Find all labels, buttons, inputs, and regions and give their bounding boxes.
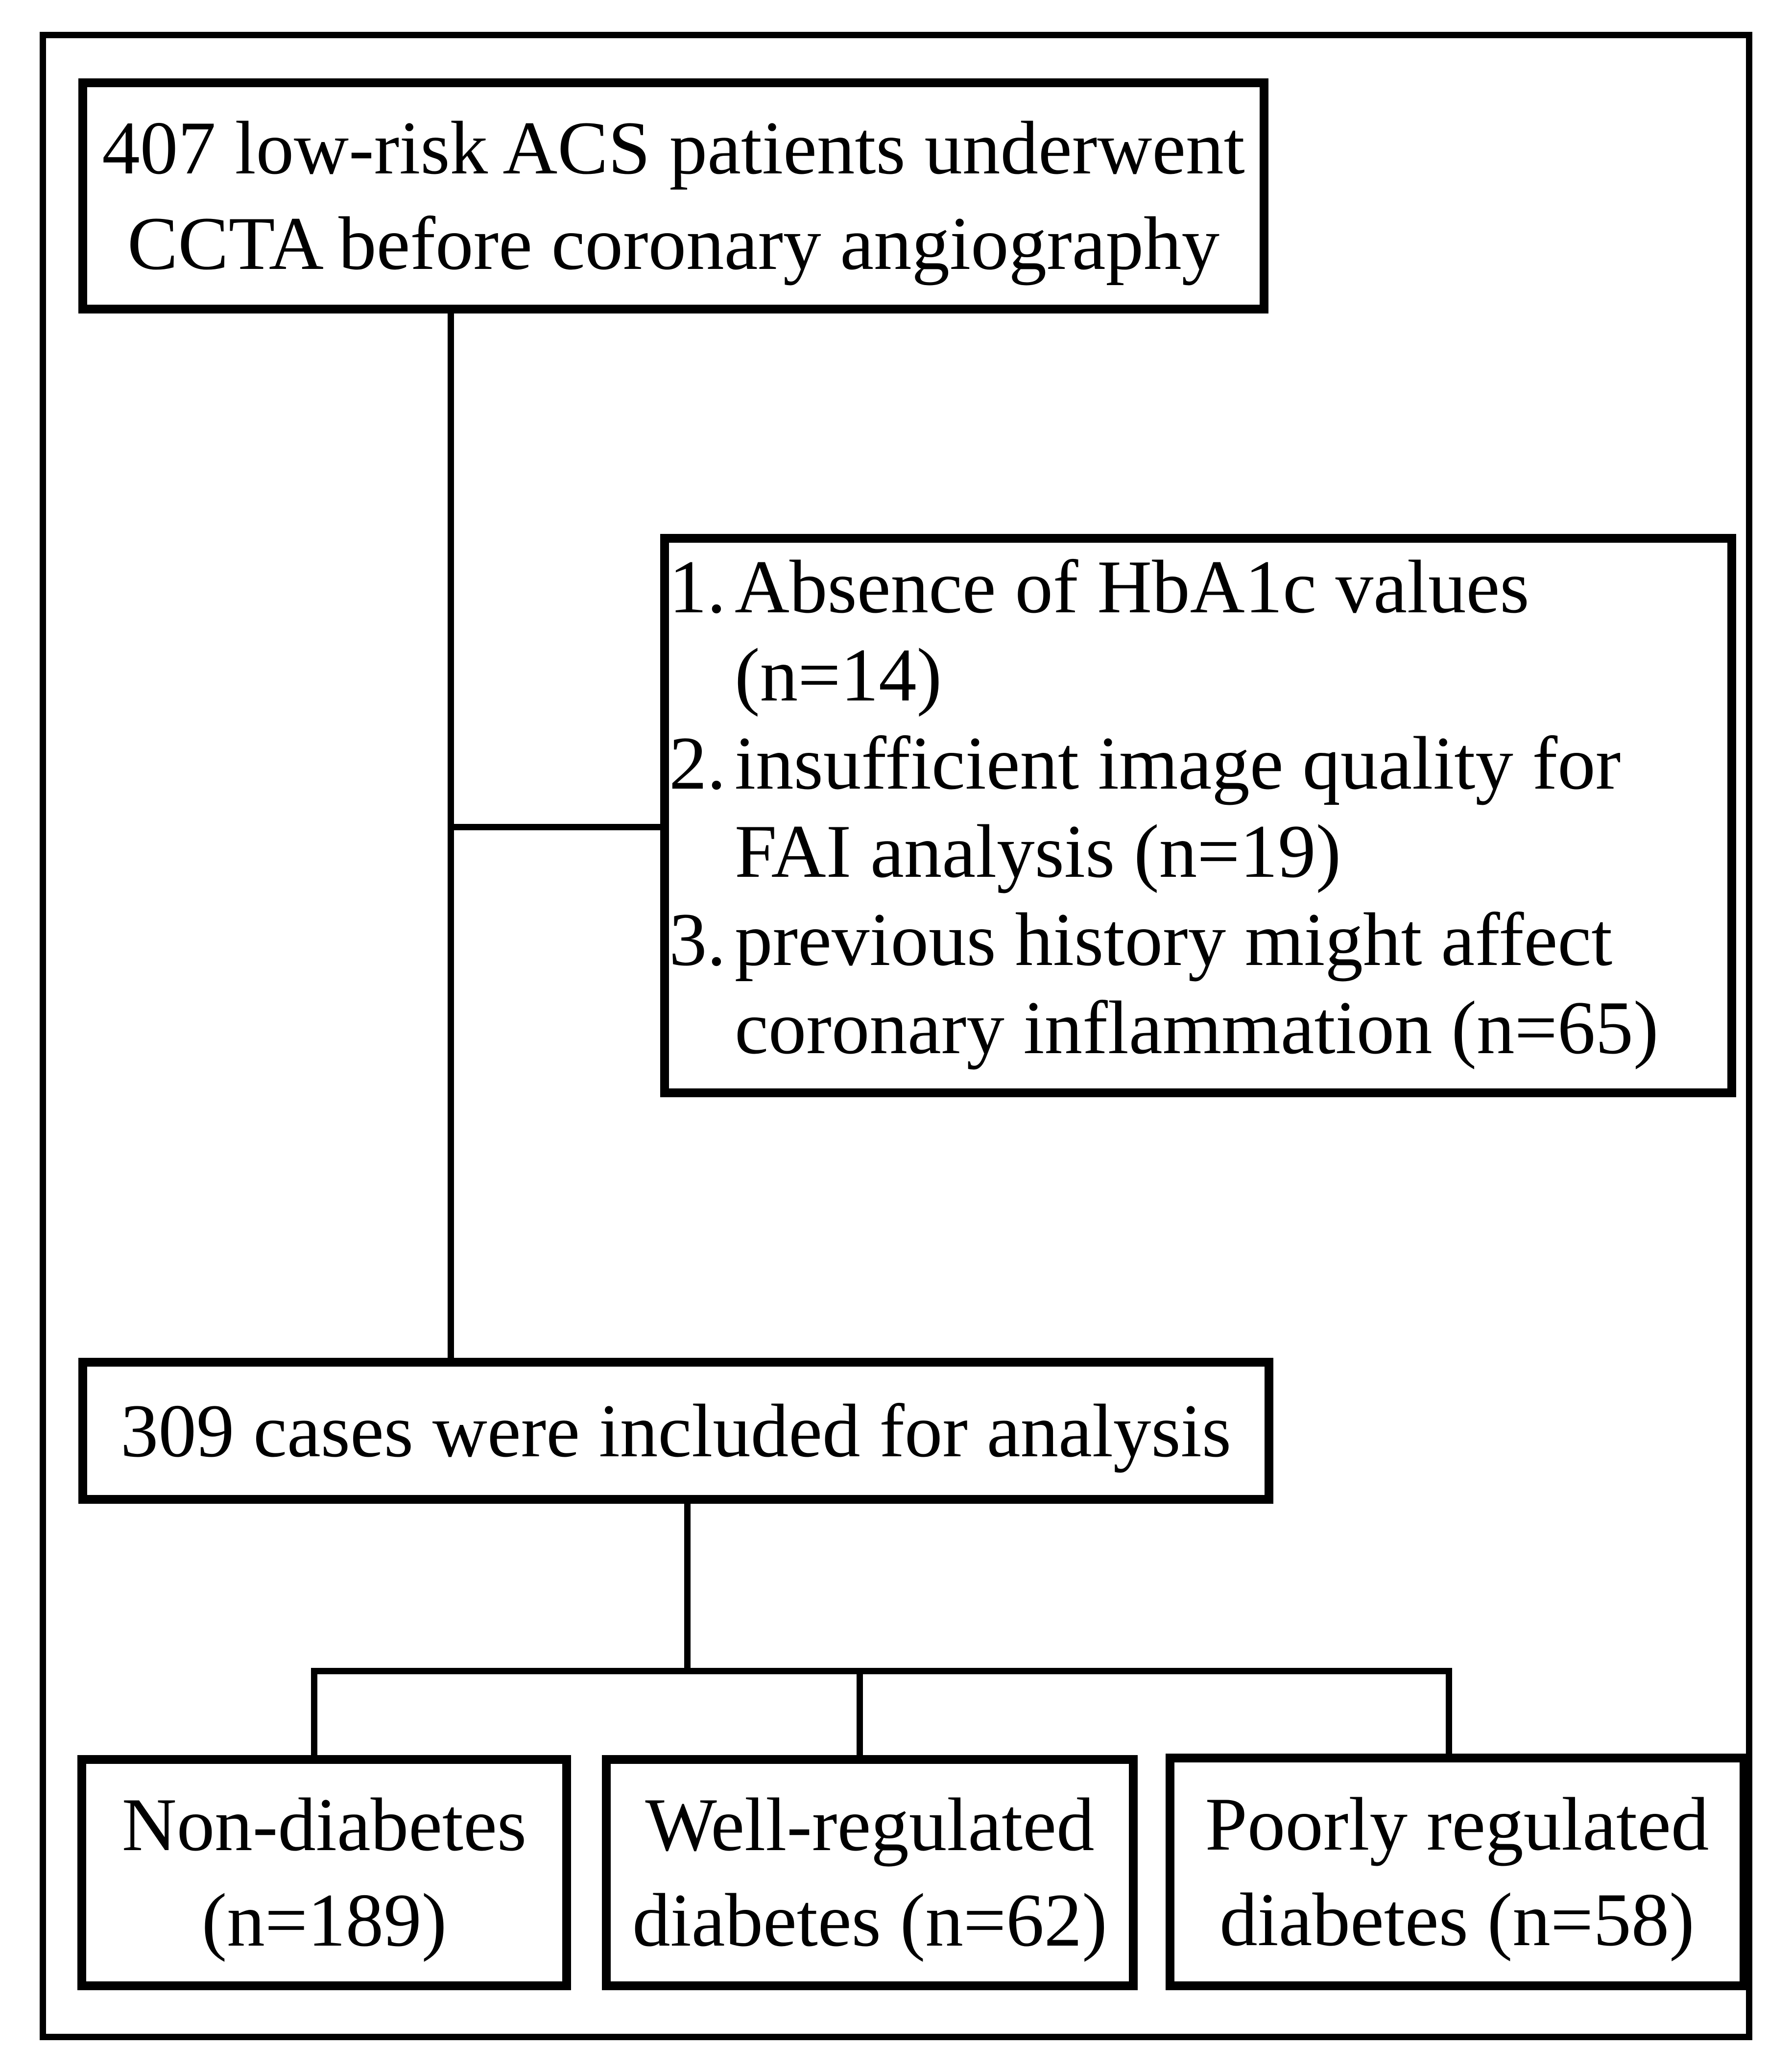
- enrollment-box: 407 low-risk ACS patients underwent CCTA…: [78, 78, 1268, 313]
- exclusion-criteria-box: 1. Absence of HbA1c values (n=14) 2. ins…: [660, 534, 1736, 1097]
- group-poorly-regulated-line-1: Poorly regulated: [1205, 1782, 1709, 1866]
- group-box-non-diabetes: Non-diabetes (n=189): [77, 1755, 571, 1990]
- included-line-1: 309 cases were included for analysis: [120, 1388, 1232, 1473]
- exclusion-item-2-line-1: insufficient image quality for: [735, 721, 1621, 805]
- exclusion-item-1-line-2: (n=14): [735, 633, 942, 717]
- connector-branch-drop-left: [311, 1668, 317, 1756]
- enrollment-line-1: 407 low-risk ACS patients underwent: [102, 106, 1245, 190]
- exclusion-item-3-line-2: coronary inflammation (n=65): [735, 986, 1659, 1070]
- group-well-regulated-line-2: diabetes (n=62): [632, 1878, 1107, 1962]
- connector-main-vertical: [448, 313, 454, 1358]
- exclusion-item-1-number: 1.: [669, 545, 726, 629]
- exclusion-item-3: 3. previous history might affect coronar…: [669, 895, 1727, 1072]
- exclusion-item-3-line-1: previous history might affect: [735, 897, 1613, 982]
- connector-branch-drop-middle: [857, 1668, 863, 1756]
- group-box-well-regulated: Well-regulated diabetes (n=62): [602, 1755, 1138, 1990]
- enrollment-line-2: CCTA before coronary angiography: [127, 201, 1220, 286]
- group-non-diabetes-line-1: Non-diabetes: [121, 1783, 527, 1867]
- exclusion-item-2: 2. insufficient image quality for FAI an…: [669, 719, 1727, 895]
- exclusion-item-3-number: 3.: [669, 897, 726, 982]
- exclusion-item-2-number: 2.: [669, 721, 726, 805]
- included-box: 309 cases were included for analysis: [78, 1358, 1273, 1504]
- exclusion-item-2-line-2: FAI analysis (n=19): [735, 809, 1341, 893]
- exclusion-item-1: 1. Absence of HbA1c values (n=14): [669, 543, 1727, 719]
- exclusion-item-1-line-1: Absence of HbA1c values: [735, 545, 1529, 629]
- group-poorly-regulated-line-2: diabetes (n=58): [1219, 1877, 1695, 1962]
- group-well-regulated-line-1: Well-regulated: [645, 1783, 1095, 1867]
- connector-included-drop: [684, 1500, 691, 1671]
- group-non-diabetes-line-2: (n=189): [201, 1878, 447, 1962]
- connector-exclusion-horizontal: [448, 824, 660, 830]
- group-box-poorly-regulated: Poorly regulated diabetes (n=58): [1166, 1754, 1748, 1990]
- connector-branch-horizontal: [311, 1668, 1452, 1674]
- diagram-outer-frame: [40, 32, 1752, 2040]
- connector-branch-drop-right: [1446, 1668, 1452, 1756]
